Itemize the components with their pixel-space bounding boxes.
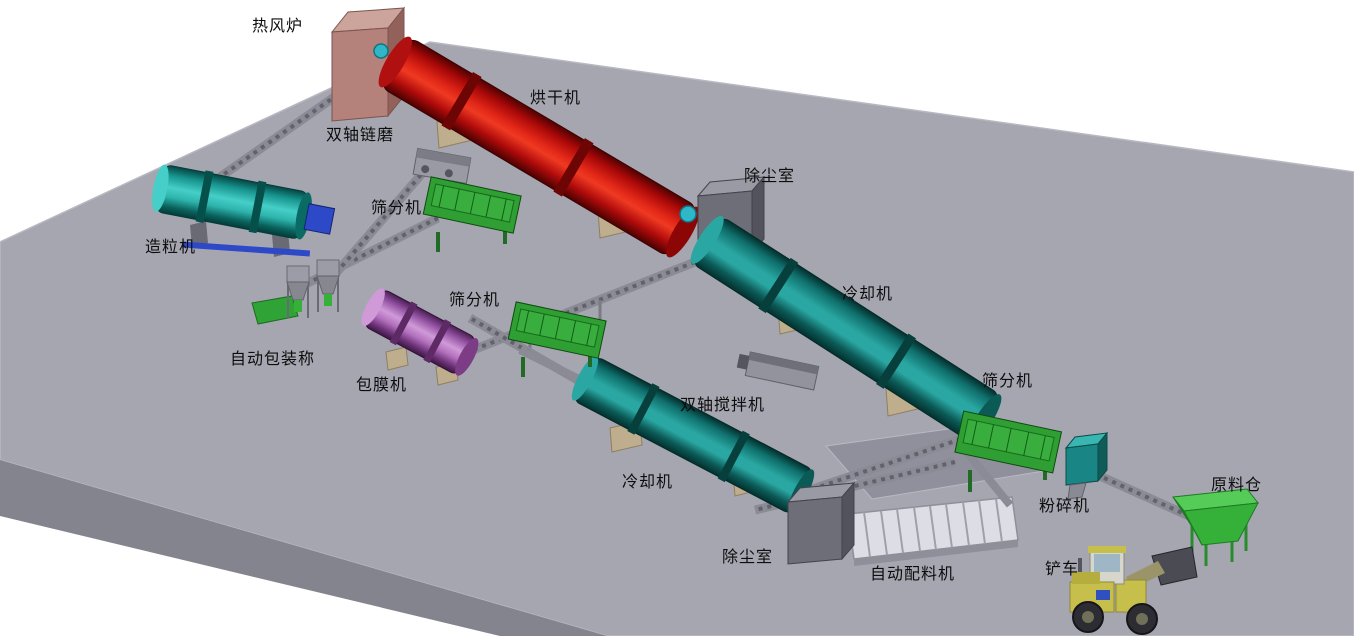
label-dust-room-2: 除尘室 [722, 547, 774, 566]
loader-window [1094, 554, 1120, 572]
label-crusher: 粉碎机 [1039, 496, 1091, 515]
cooler-2-drum [571, 355, 815, 515]
label-screen-3: 筛分机 [982, 371, 1034, 390]
screen-3 [954, 410, 1063, 492]
label-packing-scale: 自动包装称 [230, 349, 316, 368]
loader [1069, 546, 1198, 635]
crusher [1064, 431, 1109, 500]
granulator-base [181, 221, 311, 257]
label-cooler-2: 冷却机 [622, 472, 674, 491]
batching-machine [847, 496, 1019, 566]
dust-room-2 [786, 481, 856, 565]
floor-side-face [0, 460, 607, 636]
conveyor-screen3-to-batching [961, 447, 1014, 508]
screen-2 [507, 301, 607, 377]
label-loader: 铲车 [1045, 559, 1080, 578]
label-mixer: 双轴搅拌机 [680, 395, 766, 414]
granulator-drum [152, 164, 336, 240]
conveyor-screen2-to-cooler2 [518, 346, 587, 386]
dryer-feed-pipe [373, 43, 389, 59]
label-dust-room-1: 除尘室 [744, 166, 796, 185]
label-hot-air-furnace: 热风炉 [252, 16, 304, 35]
label-screen-1: 筛分机 [371, 198, 423, 217]
mixer [736, 351, 820, 391]
packing-scale [251, 259, 340, 325]
dryer-drum [378, 36, 700, 258]
label-cooler-1: 冷却机 [842, 284, 894, 303]
label-chain-mill: 双轴链磨 [326, 125, 395, 144]
label-raw-material-bin: 原料仓 [1211, 475, 1263, 494]
granulator-motor [303, 203, 336, 235]
dryer-discharge-pipe [679, 205, 697, 223]
label-batching-machine: 自动配料机 [870, 564, 956, 583]
coating-machine-drum [361, 288, 479, 376]
raw-material-bin [1172, 488, 1259, 566]
label-granulator: 造粒机 [145, 237, 197, 256]
label-screen-2: 筛分机 [449, 290, 501, 309]
packing-discharge-conveyor [251, 295, 299, 325]
loader-exhaust [1078, 558, 1082, 572]
screen-1 [422, 176, 522, 252]
conveyor-packing-to-chainmill [326, 159, 436, 283]
label-dryer: 烘干机 [530, 88, 582, 107]
chain-mill [412, 147, 472, 185]
label-coating-machine: 包膜机 [356, 375, 408, 394]
floor-top-surface [0, 41, 1354, 636]
